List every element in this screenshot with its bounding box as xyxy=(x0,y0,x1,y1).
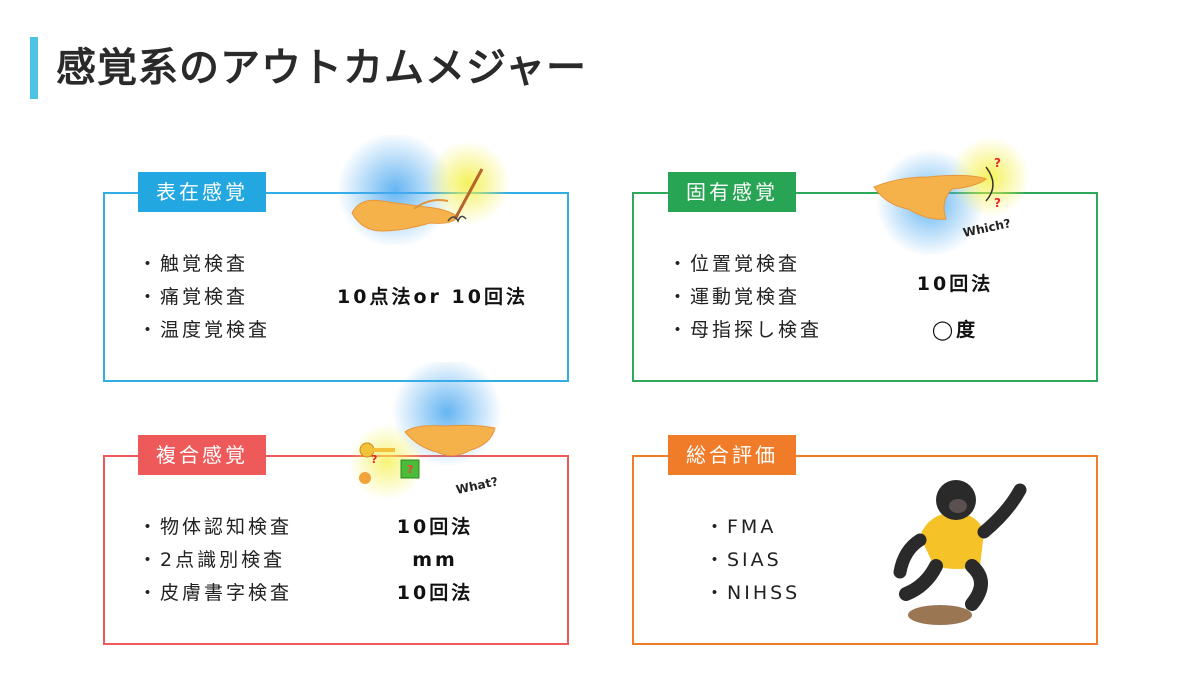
list-item: ・SIAS xyxy=(705,549,782,571)
list-item: ・2点識別検査 xyxy=(138,549,286,571)
hand-objects-illustration: ? ? What? xyxy=(349,362,502,500)
overall-evaluation-label: 総合評価 xyxy=(668,435,796,475)
gorilla-illustration xyxy=(893,480,1027,625)
proprioceptive-result-count: 10回法 xyxy=(916,273,994,295)
list-item: ・FMA xyxy=(705,516,777,538)
hand-brush-illustration xyxy=(337,135,510,245)
proprioceptive-result-degree: ◯度 xyxy=(931,319,979,341)
list-item: ・痛覚検査 xyxy=(138,286,249,308)
overall-evaluation-panel xyxy=(632,455,1098,645)
list-item: ・運動覚検査 xyxy=(668,286,801,308)
superficial-sensation-panel xyxy=(103,192,569,382)
combined-sensation-panel xyxy=(103,455,569,645)
hand-which-illustration: ? ? Which? xyxy=(873,137,1030,255)
question-mark-icon: ? xyxy=(407,463,413,476)
list-item: ・物体認知検査 xyxy=(138,516,293,538)
list-item: ・皮膚書字検査 xyxy=(138,582,293,604)
list-item: ・位置覚検査 xyxy=(668,253,801,275)
what-caption: What? xyxy=(455,474,500,497)
question-mark-icon: ? xyxy=(994,156,1001,170)
combined-sensation-label: 複合感覚 xyxy=(138,435,266,475)
combined-result: 10回法 xyxy=(396,516,474,538)
list-item: ・NIHSS xyxy=(705,582,801,604)
proprioceptive-sensation-label: 固有感覚 xyxy=(668,172,796,212)
combined-result: 10回法 xyxy=(396,582,474,604)
page-title: 感覚系のアウトカムメジャー xyxy=(56,45,587,91)
list-item: ・触覚検査 xyxy=(138,253,249,275)
question-mark-icon: ? xyxy=(994,196,1001,210)
list-item: ・温度覚検査 xyxy=(138,319,271,341)
title-accent-bar xyxy=(30,37,38,99)
combined-result: mm xyxy=(412,549,458,571)
proprioceptive-sensation-panel xyxy=(632,192,1098,382)
question-mark-icon: ? xyxy=(371,453,377,466)
superficial-result: 10点法or 10回法 xyxy=(337,286,528,308)
list-item: ・母指探し検査 xyxy=(668,319,823,341)
superficial-sensation-label: 表在感覚 xyxy=(138,172,266,212)
